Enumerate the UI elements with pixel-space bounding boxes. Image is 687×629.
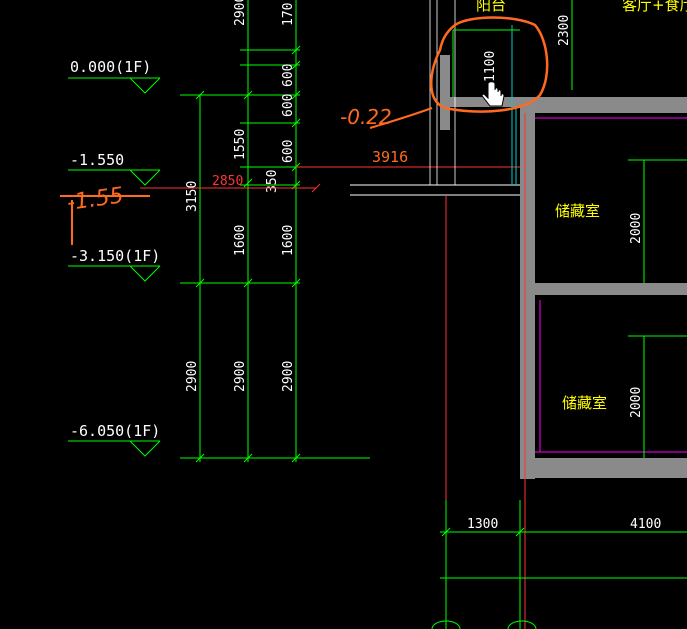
dim-text: 170 bbox=[281, 3, 296, 26]
level-label: -3.150(1F) bbox=[70, 247, 160, 265]
level-label: -6.050(1F) bbox=[70, 422, 160, 440]
room-label-storage: 储藏室 bbox=[555, 202, 600, 220]
level-marker-1: -1.550 bbox=[68, 151, 161, 186]
dim-text: 3150 bbox=[185, 181, 200, 212]
level-label: -1.550 bbox=[70, 151, 124, 169]
red-dim-text: 2850 bbox=[212, 174, 243, 189]
dim-text: 2900 bbox=[233, 361, 248, 392]
level-marker-0: 0.000(1F) bbox=[68, 58, 161, 94]
dim-text: 4100 bbox=[630, 517, 661, 532]
dim-text: 2900 bbox=[233, 0, 248, 26]
dim-text: 1300 bbox=[467, 517, 498, 532]
dimension-texts: 2900 170 600 600 600 1550 3150 350 1600 … bbox=[185, 0, 661, 532]
level-marker-3: -6.050(1F) bbox=[68, 422, 161, 457]
dim-text: 600 bbox=[281, 140, 296, 163]
dim-text: 1600 bbox=[233, 225, 248, 256]
building-section bbox=[350, 0, 687, 629]
dim-text: 1600 bbox=[281, 225, 296, 256]
red-dim-text: 3916 bbox=[372, 148, 408, 166]
room-label-living-dining: 客厅+食厅 bbox=[622, 0, 687, 14]
handwritten-note: -0.22 bbox=[340, 105, 392, 129]
red-dimensions: 2850 3916 bbox=[140, 148, 520, 193]
dim-text: 600 bbox=[281, 64, 296, 87]
dim-text: 2300 bbox=[557, 15, 572, 46]
room-labels: 阳台 客厅+食厅 储藏室 储藏室 bbox=[476, 0, 687, 412]
circle-highlight bbox=[430, 16, 549, 113]
dimension-chains bbox=[180, 0, 370, 463]
dim-text: 350 bbox=[265, 170, 280, 193]
dim-text: 1100 bbox=[483, 51, 498, 82]
level-marker-2: -3.150(1F) bbox=[68, 247, 161, 282]
dim-text: 600 bbox=[281, 94, 296, 117]
dim-text: 2900 bbox=[281, 361, 296, 392]
room-label-balcony: 阳台 bbox=[476, 0, 506, 14]
dim-text: 2000 bbox=[629, 387, 644, 418]
room-label-storage: 储藏室 bbox=[562, 394, 607, 412]
dim-text: 2000 bbox=[629, 213, 644, 244]
level-label: 0.000(1F) bbox=[70, 58, 151, 76]
hand-pointer-icon bbox=[481, 81, 505, 107]
dim-text: 1550 bbox=[233, 129, 248, 160]
dim-text: 2900 bbox=[185, 361, 200, 392]
